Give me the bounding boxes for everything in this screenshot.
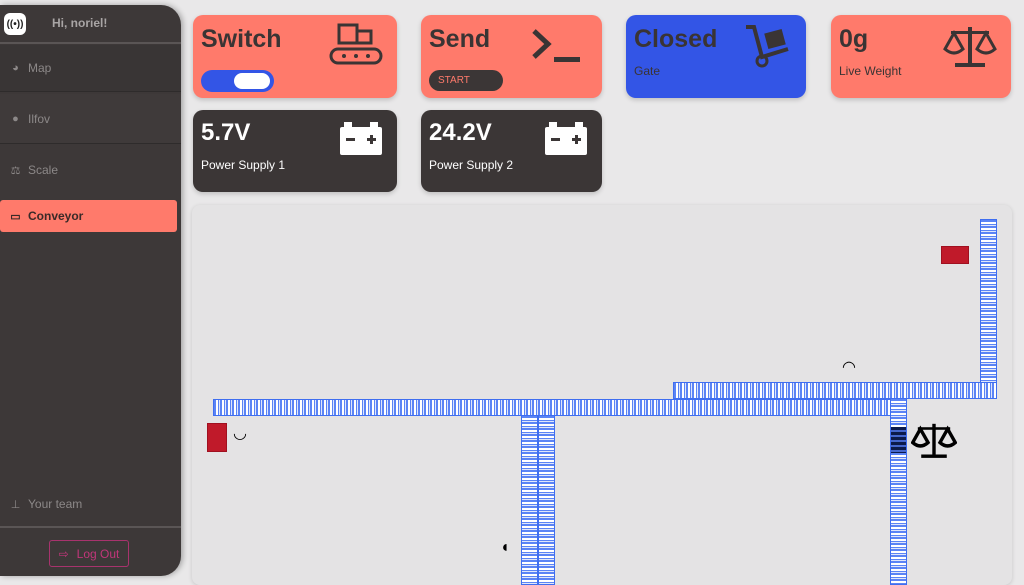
power-supply-2-card: 24.2V Power Supply 2 bbox=[421, 110, 602, 192]
conveyor-icon bbox=[329, 23, 383, 65]
conveyor-belt bbox=[521, 415, 538, 585]
logout-button[interactable]: ⇨ Log Out bbox=[49, 540, 129, 567]
gate-card: Closed Gate bbox=[626, 15, 806, 98]
conveyor-belt bbox=[673, 382, 997, 399]
sign-out-icon: ⇨ bbox=[58, 546, 69, 561]
card-label: Power Supply 1 bbox=[201, 158, 286, 172]
weight-value: 0g bbox=[839, 25, 869, 53]
scale-icon bbox=[911, 423, 957, 458]
scale-icon: ⚖ bbox=[10, 164, 21, 177]
sidebar-item-scale[interactable]: ⚖ Scale bbox=[0, 150, 181, 190]
sitemap-icon: ⊥ bbox=[10, 498, 21, 511]
divider bbox=[0, 42, 181, 44]
battery-icon bbox=[340, 122, 382, 155]
gate-box bbox=[207, 423, 227, 452]
card-label: Gate bbox=[634, 64, 661, 78]
card-title: Send bbox=[429, 25, 491, 53]
send-card: Send START bbox=[421, 15, 602, 98]
dolly-icon bbox=[746, 25, 789, 68]
switch-card: Switch bbox=[193, 15, 397, 98]
nav-label: Conveyor bbox=[28, 209, 84, 223]
battery-icon bbox=[545, 122, 587, 155]
nav-label: Map bbox=[28, 61, 52, 75]
toggle-knob bbox=[234, 73, 270, 89]
voltage-value: 5.7V bbox=[201, 119, 251, 146]
map-pin-icon: ● bbox=[12, 112, 19, 125]
conveyor-belt bbox=[213, 399, 891, 416]
conveyor-icon: ▭ bbox=[10, 210, 21, 223]
power-supply-1-card: 5.7V Power Supply 1 bbox=[193, 110, 397, 192]
sidebar-item-ilfov[interactable]: ● Ilfov bbox=[0, 94, 181, 144]
gate-box bbox=[941, 246, 969, 264]
logout-label: Log Out bbox=[76, 546, 120, 561]
conveyor-belt bbox=[980, 219, 997, 383]
card-label: Power Supply 2 bbox=[429, 158, 514, 172]
broadcast-logo-icon: ((•)) bbox=[4, 13, 26, 35]
sidebar-item-map[interactable]: ◕ Map bbox=[0, 45, 181, 92]
scale-icon bbox=[943, 27, 997, 67]
sidebar-item-conveyor[interactable]: ▭ Conveyor bbox=[0, 200, 177, 232]
card-title: Switch bbox=[201, 25, 282, 53]
nav-label: Your team bbox=[28, 497, 83, 511]
gate-status: Closed bbox=[634, 25, 718, 53]
sensor-icon: ◠ bbox=[842, 359, 856, 376]
nav-label: Ilfov bbox=[28, 111, 51, 126]
conveyor-belt bbox=[538, 415, 555, 585]
start-button[interactable]: START bbox=[429, 70, 503, 91]
sidebar-item-your-team[interactable]: ⊥ Your team bbox=[0, 493, 181, 515]
switch-toggle[interactable] bbox=[201, 70, 274, 92]
weight-card: 0g Live Weight bbox=[831, 15, 1011, 98]
globe-icon: ◕ bbox=[12, 62, 19, 74]
conveyor-map: ◡ ◠ ◖ bbox=[192, 205, 1012, 585]
conveyor-active-segment bbox=[891, 427, 906, 453]
sensor-icon: ◡ bbox=[233, 425, 247, 442]
divider bbox=[0, 526, 181, 528]
greeting: Hi, noriel! bbox=[52, 16, 108, 30]
terminal-icon bbox=[532, 29, 580, 62]
sidebar: ((•)) Hi, noriel! ◕ Map ● Ilfov ⚖ Scale ▭ Co… bbox=[0, 5, 181, 576]
nav-label: Scale bbox=[28, 163, 59, 177]
card-label: Live Weight bbox=[839, 64, 902, 78]
sensor-icon: ◖ bbox=[500, 539, 510, 556]
voltage-value: 24.2V bbox=[429, 119, 492, 146]
